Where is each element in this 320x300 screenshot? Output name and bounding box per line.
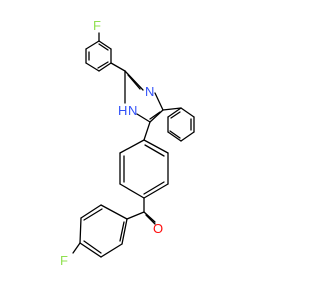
nh-hydrogen-label: H bbox=[118, 103, 127, 118]
central-phenylene-ring bbox=[119, 121, 169, 199]
atom-labels: F N H N O F bbox=[60, 18, 163, 268]
fluorophenyl-ring-bottom bbox=[72, 204, 128, 258]
nh-nitrogen-label: N bbox=[128, 103, 137, 118]
imidazole-ring bbox=[110, 62, 164, 123]
fluorine-label-top: F bbox=[93, 18, 101, 33]
bonds bbox=[72, 32, 195, 258]
ketone-group bbox=[126, 197, 156, 225]
fluorophenyl-ring-top bbox=[85, 32, 112, 72]
phenyl-ring bbox=[162, 107, 195, 142]
molecule-structure: F N H N O F bbox=[60, 18, 195, 268]
oxygen-label: O bbox=[153, 221, 163, 236]
fluorine-label-bottom: F bbox=[60, 253, 68, 268]
nitrogen-label-top: N bbox=[145, 84, 154, 99]
